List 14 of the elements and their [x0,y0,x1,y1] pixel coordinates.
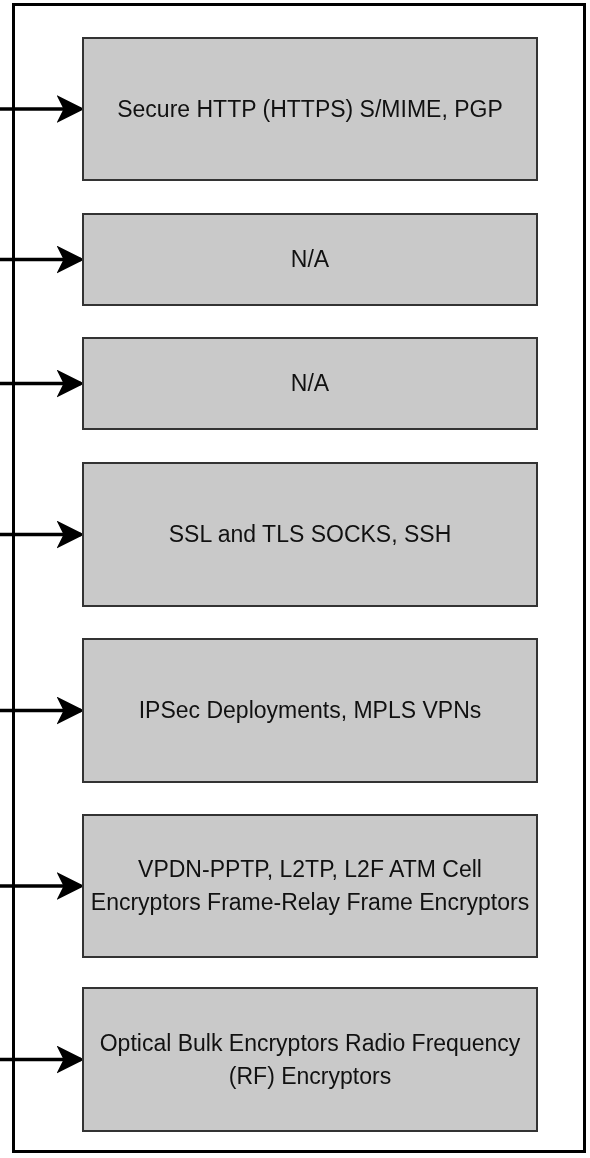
layer-box [82,337,538,430]
box-label: Optical Bulk Encryptors Radio Frequency (RF) Encryptors [98,1028,522,1091]
box-label: N/A [290,245,330,274]
box-label: IPSec Deployments, MPLS VPNs [138,696,482,725]
layer-box [82,213,538,306]
layer-box [82,987,538,1132]
layer-box [82,37,538,181]
box-label: VPDN-PPTP, L2TP, L2F ATM Cell Encryptors Frame-Relay Frame Encryptors [89,855,531,917]
layer-box [82,462,538,607]
box-label: SSL and TLS SOCKS, SSH [168,520,452,549]
layer-box [82,638,538,783]
layer-box [82,814,538,958]
box-label: N/A [290,369,330,398]
box-label: Secure HTTP (HTTPS) S/MIME, PGP [117,94,503,124]
